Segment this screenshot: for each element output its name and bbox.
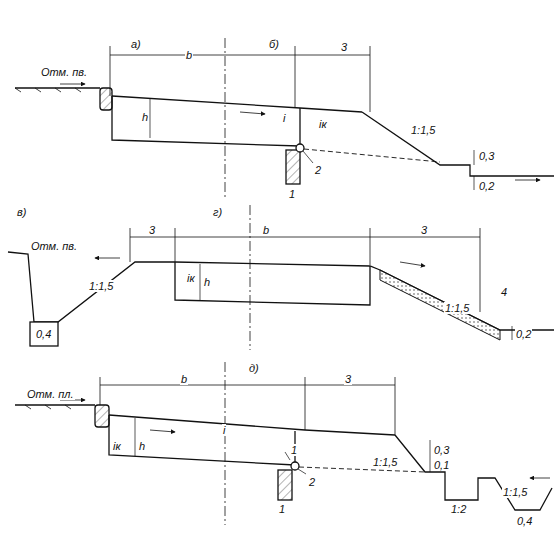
dimension-label: iк <box>318 118 328 130</box>
dimension-label: 3 <box>148 224 156 236</box>
dimension-label: Отм. пв. <box>30 240 78 252</box>
dimension-label: 0,2 <box>478 180 495 192</box>
dimension-label: 0,2 <box>515 328 532 340</box>
dimension-label: i <box>282 112 286 124</box>
dimension-label: 1 <box>290 444 298 456</box>
dimension-label: 3 <box>340 41 348 53</box>
dimension-label: 1:1,5 <box>372 456 398 468</box>
dimension-label: Отм. пл. <box>26 388 75 400</box>
dimension-label: 2 <box>308 476 316 488</box>
dimension-label: Отм. пв. <box>40 66 88 78</box>
dimension-label: h <box>138 440 146 452</box>
dimension-label: 2 <box>314 164 322 176</box>
dimension-label: 3 <box>344 373 352 385</box>
dimension-label: 1 <box>288 188 296 200</box>
dimension-label: 0,4 <box>35 328 52 340</box>
dimension-label: h <box>203 276 211 288</box>
dimension-label: б) <box>268 38 280 50</box>
dimension-label: 1:1,5 <box>502 486 528 498</box>
dimension-label: г) <box>212 206 223 218</box>
dimension-label: 1:1,5 <box>444 302 470 314</box>
dimension-label: 0,4 <box>516 515 533 527</box>
dimension-label: 1 <box>278 503 286 515</box>
dimension-label: 0,1 <box>433 459 450 471</box>
dimension-label: в) <box>16 206 27 218</box>
dimension-label: iк <box>112 440 122 452</box>
dimension-label: 1:2 <box>450 503 467 515</box>
dimension-label: b <box>262 224 270 236</box>
dimension-label: 1:1,5 <box>410 124 436 136</box>
dimension-label: д) <box>248 362 260 374</box>
dimension-label: 3 <box>420 224 428 236</box>
dimension-label: h <box>141 111 149 123</box>
dimension-label: 1:1,5 <box>88 280 114 292</box>
dimension-label: b <box>185 49 193 61</box>
dimension-label: 4 <box>500 286 508 298</box>
dimension-label: iк <box>186 272 196 284</box>
dimension-label: i <box>222 424 226 436</box>
dimension-label: 0,3 <box>478 150 495 162</box>
dimension-label: 0,3 <box>433 444 450 456</box>
dimension-label: b <box>180 373 188 385</box>
dimension-label: а) <box>130 38 142 50</box>
